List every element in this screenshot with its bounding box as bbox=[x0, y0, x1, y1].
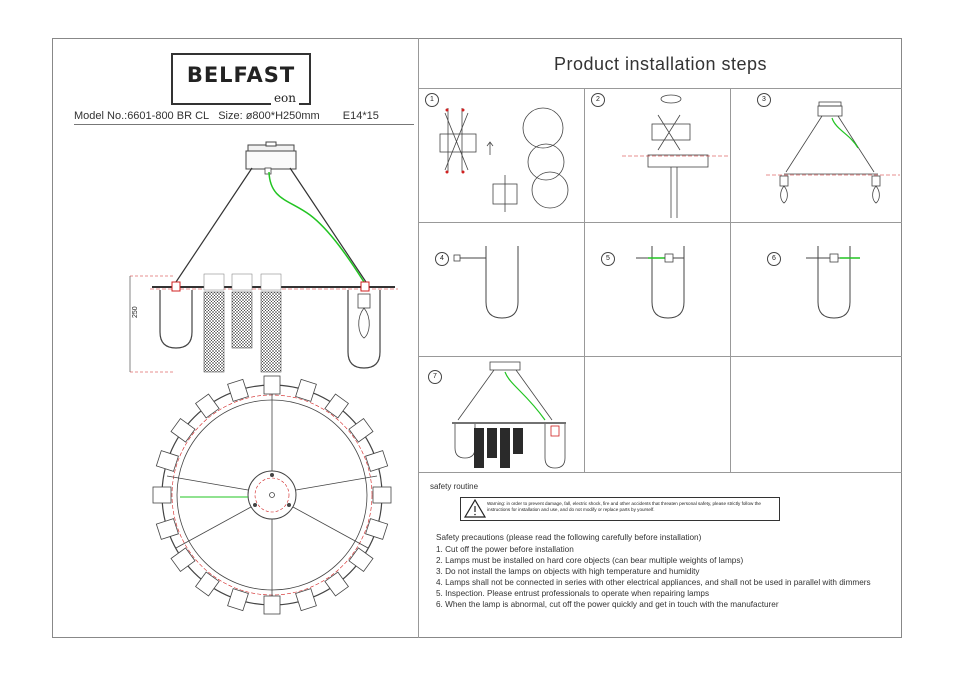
precaution-item-1: 1. Cut off the power before installation bbox=[436, 545, 574, 554]
row-divider-1 bbox=[418, 222, 902, 223]
model-number: Model No.:6601-800 BR CL bbox=[74, 110, 210, 122]
step-5-number: 5 bbox=[601, 252, 615, 266]
column-divider bbox=[418, 38, 419, 638]
warning-box: Warning: in order to prevent damage, fal… bbox=[460, 497, 780, 521]
pendant-box bbox=[372, 486, 392, 504]
step-2-number: 2 bbox=[591, 93, 605, 107]
precaution-item-5: 5. Inspection. Please entrust profession… bbox=[436, 589, 710, 598]
brand-sub: eon bbox=[270, 91, 299, 105]
precaution-item-2: 2. Lamps must be installed on hard core … bbox=[436, 556, 744, 565]
pendant-box bbox=[263, 375, 281, 395]
brand-name: BELFAST bbox=[186, 63, 296, 87]
precaution-item-3: 3. Do not install the lamps on objects w… bbox=[436, 567, 700, 576]
model-lamp: E14*15 bbox=[342, 110, 379, 122]
pendant-box bbox=[227, 588, 249, 612]
pendant-box bbox=[348, 547, 374, 572]
sheet-frame bbox=[52, 38, 902, 638]
installation-title: Product installation steps bbox=[553, 54, 768, 74]
safety-routine-title: safety routine bbox=[430, 482, 479, 491]
pendant-box bbox=[324, 571, 349, 597]
step-1-number: 1 bbox=[425, 93, 439, 107]
pendant-box bbox=[155, 450, 179, 472]
precautions-heading: Safety precautions (please read the foll… bbox=[436, 533, 702, 542]
step-4-number: 4 bbox=[435, 252, 449, 266]
col-divider-2 bbox=[730, 88, 731, 472]
model-underline bbox=[74, 124, 414, 125]
model-info: Model No.:6601-800 BR CL Size: ø800*H250… bbox=[74, 110, 385, 122]
step-7-number: 7 bbox=[428, 370, 442, 384]
pendant-box bbox=[365, 518, 389, 540]
step-3-number: 3 bbox=[757, 93, 771, 107]
col-divider-1 bbox=[584, 88, 585, 472]
pendant-box bbox=[195, 393, 220, 419]
pendant-box bbox=[227, 378, 249, 402]
pendant-box bbox=[324, 393, 349, 419]
row-divider-2 bbox=[418, 356, 902, 357]
row-divider-3 bbox=[418, 472, 902, 473]
title-divider bbox=[418, 88, 902, 89]
step-6-number: 6 bbox=[767, 252, 781, 266]
pendant-box bbox=[263, 595, 281, 615]
pendant-box bbox=[195, 571, 220, 597]
warning-text: Warning: in order to prevent damage, fal… bbox=[487, 501, 761, 512]
model-size: Size: ø800*H250mm bbox=[218, 110, 320, 122]
precaution-item-6: 6. When the lamp is abnormal, cut off th… bbox=[436, 600, 779, 609]
brand-logo: BELFAST eon bbox=[171, 53, 311, 105]
pendant-box bbox=[170, 418, 196, 443]
height-dimension-label: 250 bbox=[132, 306, 139, 318]
pendant-box bbox=[155, 518, 179, 540]
pendant-box bbox=[170, 547, 196, 572]
pendant-box bbox=[295, 588, 317, 612]
precaution-item-4: 4. Lamps shall not be connected in serie… bbox=[436, 578, 871, 587]
pendant-box bbox=[365, 450, 389, 472]
pendant-box bbox=[152, 486, 172, 504]
pendant-box bbox=[295, 378, 317, 402]
pendant-box bbox=[348, 418, 374, 443]
